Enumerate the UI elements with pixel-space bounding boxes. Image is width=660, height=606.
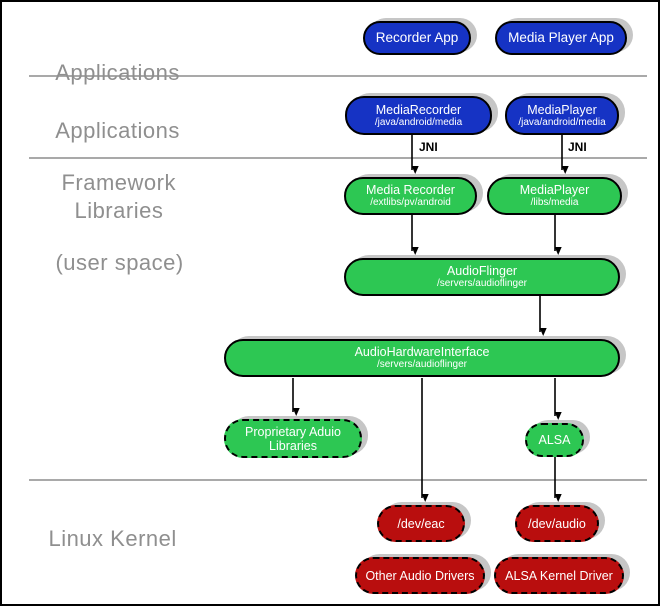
node-media-player-framework-title: MediaPlayer bbox=[527, 102, 597, 117]
node-proprietary-audio-libraries: Proprietary Aduio Libraries bbox=[224, 419, 362, 458]
node-dev-eac-title: /dev/eac bbox=[397, 516, 445, 531]
node-media-player-framework: MediaPlayer /java/android/media bbox=[505, 96, 619, 135]
node-alsa-kernel-driver: ALSA Kernel Driver bbox=[494, 557, 624, 594]
framework-label-line1: Applications bbox=[55, 118, 180, 143]
libraries-label-line1: Libraries bbox=[74, 198, 164, 223]
divider-framework-libraries bbox=[29, 157, 647, 159]
node-audio-flinger-title: AudioFlinger bbox=[446, 264, 518, 278]
node-media-recorder-lib-path: /extlibs/pv/android bbox=[370, 197, 451, 208]
node-audio-hardware-interface-path: /servers/audioflinger bbox=[376, 359, 468, 370]
node-alsa: ALSA bbox=[525, 423, 584, 457]
node-audio-hardware-interface: AudioHardwareInterface /servers/audiofli… bbox=[224, 339, 620, 377]
section-label-kernel: Linux Kernel bbox=[22, 500, 177, 578]
node-alsa-kernel-driver-title: ALSA Kernel Driver bbox=[505, 568, 613, 583]
node-media-recorder-lib-title: Media Recorder bbox=[366, 183, 455, 197]
node-recorder-app-title: Recorder App bbox=[375, 30, 459, 45]
node-dev-audio: /dev/audio bbox=[515, 505, 599, 542]
jni-label-right: JNI bbox=[568, 140, 587, 154]
applications-label: Applications bbox=[55, 60, 180, 85]
section-label-framework: Applications Framework bbox=[30, 92, 180, 222]
node-media-player-lib-title: MediaPlayer bbox=[519, 183, 590, 197]
node-audio-flinger-path: /servers/audioflinger bbox=[436, 278, 528, 289]
node-dev-eac: /dev/eac bbox=[377, 505, 465, 542]
node-media-recorder-framework-path: /java/android/media bbox=[374, 116, 463, 128]
node-media-player-lib-path: /libs/media bbox=[530, 197, 579, 208]
divider-libraries-kernel bbox=[29, 479, 647, 481]
node-recorder-app: Recorder App bbox=[363, 21, 471, 55]
framework-label-line2: Framework bbox=[61, 170, 176, 195]
node-alsa-title: ALSA bbox=[538, 433, 571, 447]
node-dev-audio-title: /dev/audio bbox=[528, 516, 586, 531]
node-media-player-framework-path: /java/android/media bbox=[518, 116, 606, 128]
node-other-audio-drivers: Other Audio Drivers bbox=[355, 557, 485, 594]
node-media-recorder-framework: MediaRecorder /java/android/media bbox=[345, 96, 492, 135]
jni-label-left: JNI bbox=[419, 140, 438, 154]
libraries-label-line2: (user space) bbox=[55, 250, 184, 275]
node-media-player-app: Media Player App bbox=[495, 21, 627, 55]
divider-applications-framework bbox=[29, 75, 647, 77]
node-audio-hardware-interface-title: AudioHardwareInterface bbox=[354, 345, 490, 359]
node-other-audio-drivers-title: Other Audio Drivers bbox=[365, 568, 475, 583]
kernel-label: Linux Kernel bbox=[48, 526, 177, 551]
section-label-libraries: Libraries (user space) bbox=[29, 172, 184, 302]
node-media-recorder-framework-title: MediaRecorder bbox=[375, 102, 462, 117]
node-media-recorder-lib: Media Recorder /extlibs/pv/android bbox=[344, 177, 477, 215]
node-proprietary-audio-libraries-line1: Proprietary Aduio bbox=[245, 424, 341, 439]
node-media-player-lib: MediaPlayer /libs/media bbox=[487, 177, 622, 215]
node-audio-flinger: AudioFlinger /servers/audioflinger bbox=[344, 258, 620, 296]
section-label-applications: Applications bbox=[30, 34, 180, 112]
node-media-player-app-title: Media Player App bbox=[508, 30, 614, 45]
node-proprietary-audio-libraries-line2: Libraries bbox=[269, 438, 317, 453]
